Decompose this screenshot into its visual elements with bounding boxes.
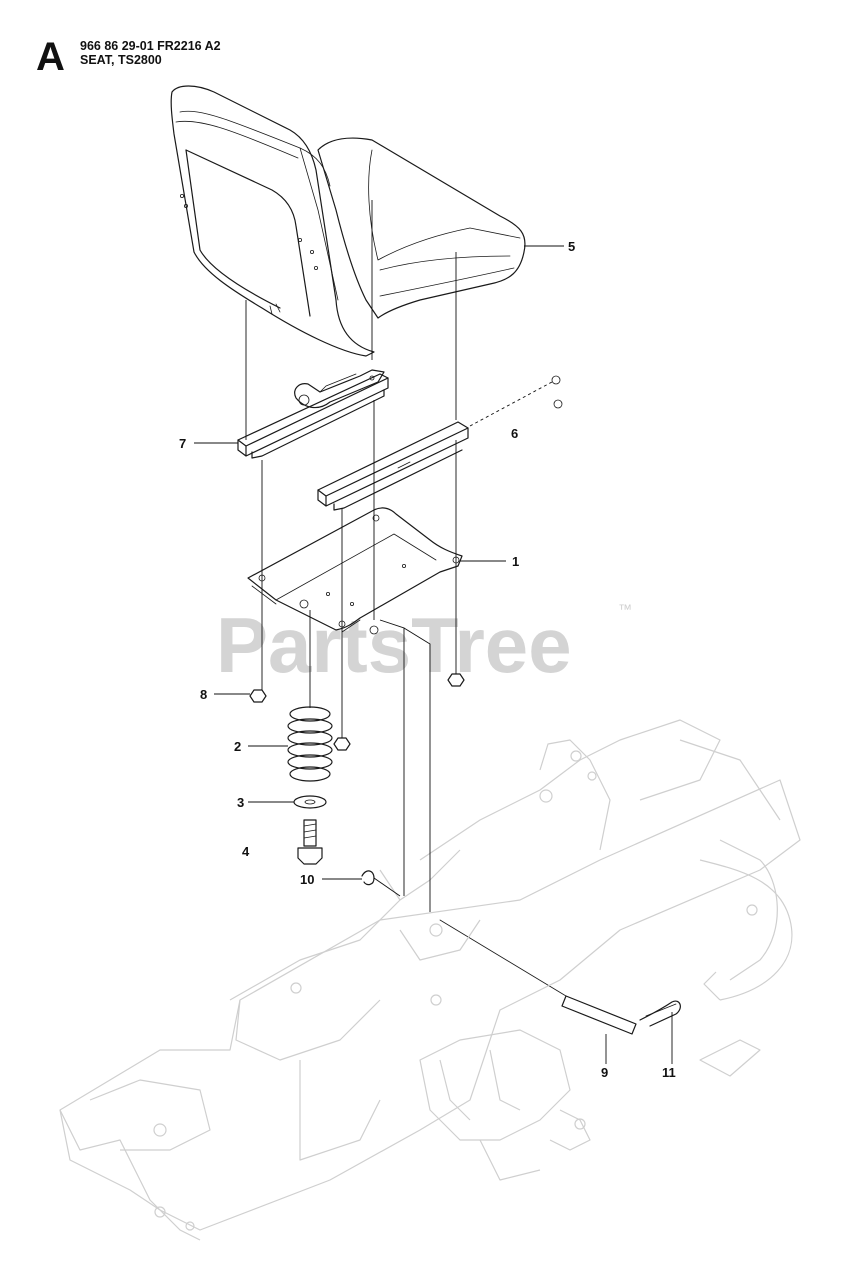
assembly-lines (245, 200, 553, 912)
callout-1: 1 (512, 554, 519, 569)
watermark: PartsTree (216, 601, 572, 689)
seat-part-5[interactable] (170, 85, 526, 357)
callout-10: 10 (300, 872, 314, 887)
callout-leaders (194, 245, 673, 1064)
bolt-part-4[interactable] (297, 819, 323, 865)
callout-5: 5 (568, 239, 575, 254)
callout-11: 11 (662, 1065, 676, 1080)
seat-plate-part-1[interactable] (247, 507, 463, 635)
callout-6: 6 (511, 426, 518, 441)
section-letter: A (36, 35, 65, 79)
slide-rail-part-7[interactable] (237, 369, 389, 459)
watermark-tm: ™ (618, 601, 632, 617)
callout-8: 8 (200, 687, 207, 702)
callout-9: 9 (601, 1065, 608, 1080)
callout-7: 7 (179, 436, 186, 451)
diagram-title: SEAT, TS2800 (80, 53, 162, 67)
hairpin-part-11[interactable] (639, 1000, 681, 1027)
washer-part-3[interactable] (293, 795, 327, 809)
callout-3: 3 (237, 795, 244, 810)
slide-rail-part-6[interactable] (317, 375, 563, 511)
tractor-frame (59, 719, 801, 1241)
callout-4: 4 (242, 844, 250, 859)
pivot-pin-part-9[interactable] (439, 919, 637, 1035)
spring-part-2[interactable] (287, 706, 333, 782)
callout-labels: 5 6 7 1 8 2 3 4 10 9 11 (179, 239, 676, 1080)
callout-2: 2 (234, 739, 241, 754)
clip-part-10[interactable] (361, 870, 375, 886)
part-number: 966 86 29-01 FR2216 A2 (80, 39, 221, 53)
